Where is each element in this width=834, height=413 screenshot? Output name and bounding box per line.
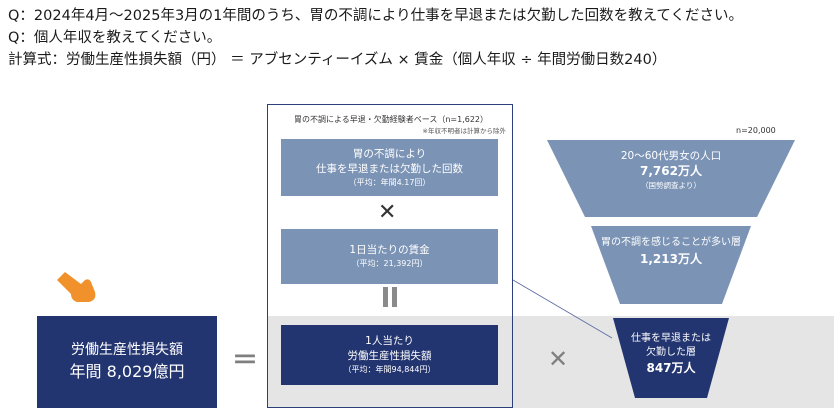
per-person-average: （平均：年間94,844円） <box>343 365 436 374</box>
tier2-label: 胃の不調を感じることが多い層 <box>601 237 741 248</box>
absence-count-box: 胃の不調により 仕事を早退または欠勤した回数 （平均：年間4.17回） <box>281 139 498 196</box>
funnel-tier-stomach-discomfort <box>591 226 751 304</box>
result-label: 労働生産性損失額 <box>71 342 183 358</box>
result-value: 年間 8,029億円 <box>69 362 185 381</box>
per-person-line2: 労働生産性損失額 <box>347 350 432 362</box>
frame-note: ※年収不明者は計算から除外 <box>422 127 506 135</box>
vertical-equals-icon <box>383 287 397 309</box>
question-2: Q：個人年収を教えてください。 <box>8 30 222 46</box>
productivity-loss-result: 労働生産性損失額 年間 8,029億円 <box>37 316 217 408</box>
tier1-source: （国勢調査より） <box>641 181 701 190</box>
tier2-value: 1,213万人 <box>640 252 702 266</box>
daily-wage-label: 1日当たりの賃金 <box>349 244 430 256</box>
tier3-label2: 欠勤した層 <box>646 347 696 358</box>
per-person-line1: 1人当たり <box>365 335 414 347</box>
tier3-label1: 仕事を早退または <box>631 333 711 344</box>
equals-sign: ＝ <box>232 346 259 376</box>
absence-count-line2: 仕事を早退または欠勤した回数 <box>316 162 463 175</box>
absence-count-average: （平均：年間4.17回） <box>348 177 431 187</box>
absence-count-line1: 胃の不調により <box>352 147 427 160</box>
tier1-label: 20～60代男女の人口 <box>620 150 722 162</box>
population-funnel <box>547 140 795 398</box>
funnel-tier2-text: 胃の不調を感じることが多い層 1,213万人 <box>545 236 797 268</box>
tier3-value: 847万人 <box>646 361 696 375</box>
tier1-value: 7,762万人 <box>640 164 702 178</box>
frame-title: 胃の不調による早退・欠勤経験者ベース（n=1,622） <box>293 115 489 124</box>
multiply-sign-large: ✕ <box>548 345 569 373</box>
pointing-hand-icon <box>57 272 96 302</box>
calculation-frame <box>267 104 513 408</box>
funnel-sample-size: n=20,000 <box>736 126 776 135</box>
multiply-sign: ✕ <box>378 200 397 225</box>
per-person-loss-box: 1人当たり 労働生産性損失額 （平均：年間94,844円） <box>281 325 498 385</box>
formula-text: 計算式：労働生産性損失額（円） ＝ アブセンティーイズム × 賃金（個人年収 ÷… <box>8 52 667 68</box>
funnel-tier-absence <box>613 318 729 398</box>
funnel-tier-population <box>547 140 795 217</box>
funnel-tier1-text: 20～60代男女の人口 7,762万人 （国勢調査より） <box>545 149 797 191</box>
daily-wage-average: （平均：21,392円） <box>351 259 428 268</box>
funnel-tier3-text: 仕事を早退または 欠勤した層 847万人 <box>545 332 797 377</box>
question-1: Q：2024年4月～2025年3月の1年間のうち、胃の不調により仕事を早退または… <box>8 8 743 24</box>
daily-wage-box: 1日当たりの賃金 （平均：21,392円） <box>281 229 498 284</box>
